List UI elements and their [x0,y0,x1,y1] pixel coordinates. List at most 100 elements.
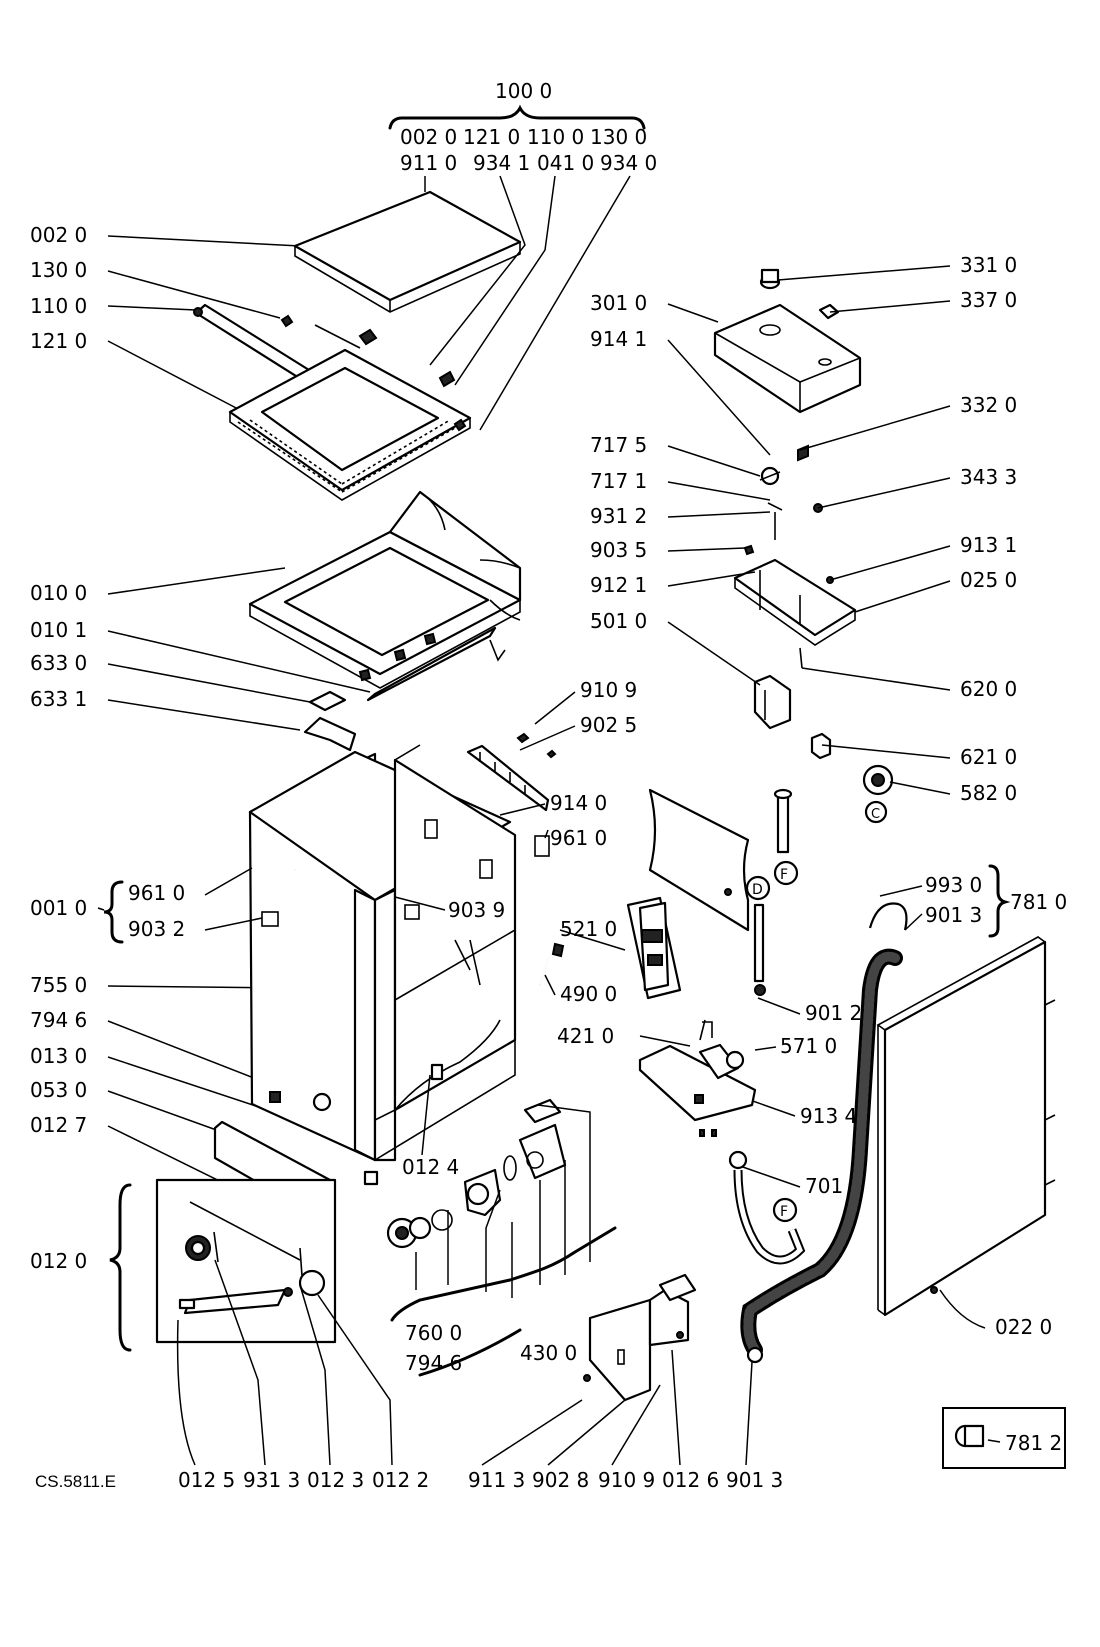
brackets-633-part [303,690,357,752]
group-781-labels: 993 0 901 3 781 0 [879,864,1067,938]
label-343-3: 343 3 [960,465,1017,489]
label-582-0: 582 0 [960,781,1017,805]
label-010-1: 010 1 [30,618,87,642]
label-914-1: 914 1 [590,327,647,351]
g100-bottom-2: 934 1 [473,151,530,175]
top-lid-part [293,190,522,313]
label-902-5: 902 5 [580,713,637,737]
g100-bottom-4: 934 0 [600,151,657,175]
hose-490-part [539,942,565,986]
label-931-2: 931 2 [590,504,647,528]
label-903-5: 903 5 [590,538,647,562]
left-leader-lines [107,235,371,1201]
drain-hose-part [740,902,908,1364]
svg-text:F: F [780,867,788,883]
cabinet-part [248,744,550,1186]
label-010-0: 010 0 [30,581,87,605]
pressure-hose-part: F D [745,788,799,996]
svg-text:C: C [871,807,880,822]
label-012-2: 012 2 [372,1468,429,1492]
label-025-0: 025 0 [960,568,1017,592]
trim-strip-part [366,626,497,702]
rear-rail-part [466,732,557,812]
label-121-0: 121 0 [30,329,87,353]
label-910-9-bottom: 910 9 [598,1468,655,1492]
label-961-0-right: 961 0 [550,826,607,850]
label-903-2: 903 2 [128,917,185,941]
control-panel-part [713,268,862,414]
middle-labels: 903 9 521 0 490 0 901 2 421 0 571 0 913 … [402,898,1052,1339]
label-301-0: 301 0 [590,291,647,315]
label-337-0: 337 0 [960,288,1017,312]
g100-top-1: 002 0 [400,125,457,149]
label-760-0: 760 0 [405,1321,462,1345]
g100-top-4: 130 0 [590,125,647,149]
label-621-0: 621 0 [960,745,1017,769]
label-902-8: 902 8 [532,1468,589,1492]
side-panel-part [876,936,1056,1317]
label-012-0: 012 0 [30,1249,87,1273]
label-901-2: 901 2 [805,1001,862,1025]
label-913-4: 913 4 [800,1104,857,1128]
info-plate-part [648,788,750,932]
svg-text:F: F [780,1204,788,1220]
group-100-header: 100 0 002 0 121 0 110 0 130 0 911 0 934 … [388,79,657,431]
label-053-0: 053 0 [30,1078,87,1102]
g100-top-2: 121 0 [463,125,520,149]
group-100-leaders [424,175,631,431]
accessory-box: 781 2 [942,1407,1066,1469]
label-717-1: 717 1 [590,469,647,493]
label-912-1: 912 1 [590,573,647,597]
label-001-0: 001 0 [30,896,87,920]
label-331-0: 331 0 [960,253,1017,277]
label-903-9: 903 9 [448,898,505,922]
label-993-0: 993 0 [925,873,982,897]
label-914-0: 914 0 [550,791,607,815]
group-012-brace [109,1183,132,1352]
label-013-0: 013 0 [30,1044,87,1068]
motor-bracket-part [638,1019,757,1137]
g100-bottom-1: 911 0 [400,151,457,175]
label-755-0: 755 0 [30,973,87,997]
bottom-labels: CS.5811.E 012 5 931 3 012 3 012 2 911 3 … [35,1468,783,1492]
lid-frame-part [228,348,472,501]
control-box-part [626,896,682,1000]
group-430-labels: 760 0 794 6 430 0 [390,1104,617,1377]
label-910-9: 910 9 [580,678,637,702]
label-022-0: 022 0 [995,1315,1052,1339]
label-012-7: 012 7 [30,1113,87,1137]
g100-top-3: 110 0 [527,125,584,149]
label-421-0: 421 0 [557,1024,614,1048]
label-012-4: 012 4 [402,1155,459,1179]
label-332-0: 332 0 [960,393,1017,417]
label-781-0: 781 0 [1010,890,1067,914]
label-002-0: 002 0 [30,223,87,247]
label-633-0: 633 0 [30,651,87,675]
group-781-brace [988,864,1011,938]
label-901-3-right: 901 3 [925,903,982,927]
label-012-3: 012 3 [307,1468,364,1492]
group-001-labels: 001 0 961 0 903 2 [30,867,263,944]
label-521-0: 521 0 [560,917,617,941]
label-911-3: 911 3 [468,1468,525,1492]
hose-701-part: F [728,1150,806,1265]
pump-bracket-part [583,1273,697,1402]
label-961-0-left: 961 0 [128,881,185,905]
label-794-6: 794 6 [30,1008,87,1032]
group-001-brace [103,880,124,944]
label-913-1: 913 1 [960,533,1017,557]
group-100-title: 100 0 [495,79,552,103]
label-012-5: 012 5 [178,1468,235,1492]
left-labels: 002 0 130 0 110 0 121 0 010 0 010 1 633 … [30,223,87,1137]
label-620-0: 620 0 [960,677,1017,701]
right-leader-lines [499,265,951,839]
g100-bottom-3: 041 0 [537,151,594,175]
switch-group-part: C [733,444,894,824]
worktop-part [248,490,522,689]
right-labels: 331 0 337 0 301 0 914 1 332 0 717 5 717 … [550,253,1017,850]
trim-clip [489,639,506,662]
diagram-code: CS.5811.E [35,1472,116,1491]
label-490-0: 490 0 [560,982,617,1006]
label-501-0: 501 0 [590,609,647,633]
